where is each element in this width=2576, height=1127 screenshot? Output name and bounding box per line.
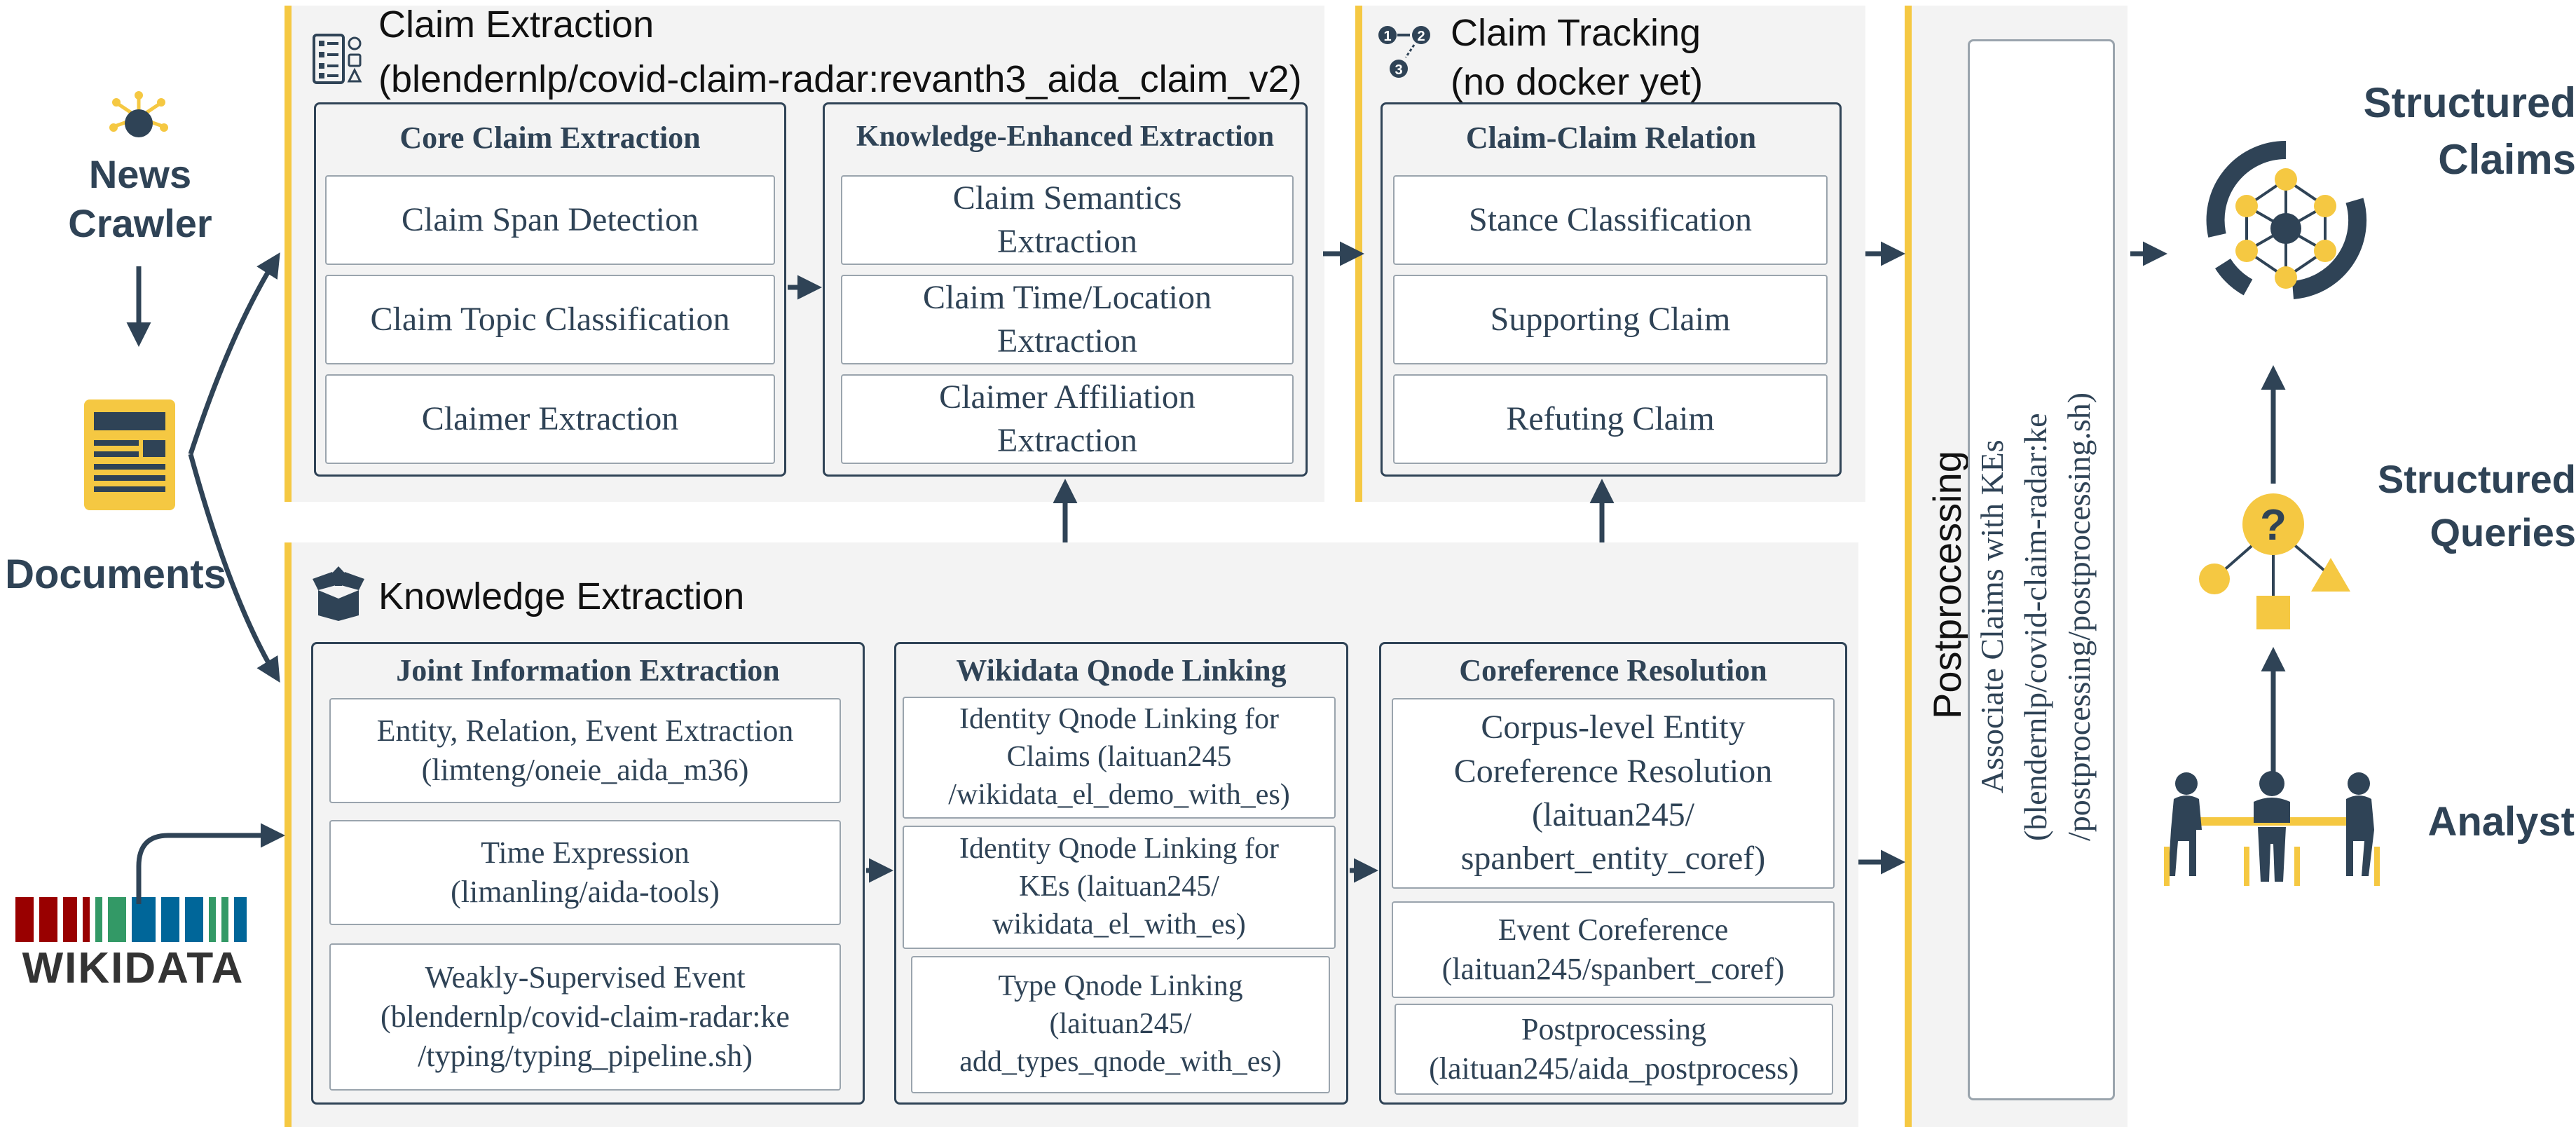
entity-relation-event-item: Entity, Relation, Event Extraction (limt… [329, 698, 841, 803]
claim-claim-relation-title: Claim-Claim Relation [1465, 121, 1757, 155]
corpus-entity-coref-item: Corpus-level Entity Coreference Resoluti… [1392, 698, 1835, 889]
claim-extraction-subtitle: (blendernlp/covid-claim-radar:revanth3_a… [378, 58, 1302, 100]
type-qnode-linking-item: Type Qnode Linking (laituan245/ add_type… [911, 956, 1330, 1093]
claim-extraction-bar [285, 6, 292, 502]
structured-claims-label: Structured Claims [2363, 79, 2576, 183]
refuting-claim-item: Refuting Claim [1393, 374, 1828, 464]
supporting-claim-item: Supporting Claim [1393, 275, 1828, 364]
knowledge-extraction-bar [285, 542, 292, 1127]
coreference-resolution-title: Coreference Resolution [1459, 653, 1767, 688]
postprocessing-item: Postprocessing (laituan245/aida_postproc… [1395, 1004, 1833, 1095]
network-icon [2181, 137, 2391, 303]
identity-qnode-claims-item: Identity Qnode Linking for Claims (laitu… [903, 697, 1336, 819]
analyst-label: Analyst [2427, 799, 2575, 845]
knowledge-extraction-title: Knowledge Extraction [378, 575, 745, 617]
claim-span-detection-item: Claim Span Detection [325, 175, 775, 265]
documents-label: Documents [5, 552, 226, 597]
claim-tracking-title: Claim Tracking [1451, 12, 1701, 54]
wikidata-qnode-linking-title: Wikidata Qnode Linking [956, 653, 1287, 688]
wikidata-logo [15, 892, 251, 1008]
claim-time-location-item: Claim Time/Location Extraction [841, 275, 1294, 364]
knowledge-enhanced-extraction-title: Knowledge-Enhanced Extraction [856, 121, 1275, 153]
structured-queries-label: Structured Queries [2377, 457, 2576, 554]
claim-topic-classification-item: Claim Topic Classification [325, 275, 775, 364]
identity-qnode-kes-item: Identity Qnode Linking for KEs (laituan2… [903, 826, 1336, 949]
svg-text:3: 3 [1395, 62, 1402, 78]
svg-text:2: 2 [1417, 29, 1425, 44]
claim-semantics-item: Claim Semantics Extraction [841, 175, 1294, 265]
document-icon [81, 397, 178, 513]
svg-text:1: 1 [1383, 29, 1391, 44]
open-box-icon [313, 565, 364, 621]
associate-claims-box [1968, 39, 2115, 1100]
claim-tracking-subtitle: (no docker yet) [1451, 61, 1704, 103]
checklist-icon [313, 34, 363, 84]
claim-extraction-title: Claim Extraction [378, 4, 655, 46]
question-shapes-icon: ? [2189, 485, 2357, 632]
numbered-steps-icon: 1 2 3 [1378, 21, 1441, 84]
stance-classification-item: Stance Classification [1393, 175, 1828, 265]
claimer-affiliation-item: Claimer Affiliation Extraction [841, 374, 1294, 464]
wikidata-wordmark: WIKIDATA [22, 944, 245, 992]
core-claim-extraction-title: Core Claim Extraction [399, 121, 701, 155]
event-coreference-item: Event Coreference (laituan245/spanbert_c… [1392, 901, 1835, 998]
svg-text:?: ? [2260, 501, 2287, 549]
time-expression-item: Time Expression (limanling/aida-tools) [329, 820, 841, 925]
joint-information-extraction-title: Joint Information Extraction [396, 653, 780, 688]
weakly-supervised-event-item: Weakly-Supervised Event (blendernlp/covi… [329, 943, 841, 1091]
crawler-icon [105, 91, 172, 144]
postprocessing-bar [1905, 6, 1912, 1127]
claimer-extraction-item: Claimer Extraction [325, 374, 775, 464]
news-crawler-label: News Crawler [68, 152, 212, 245]
people-meeting-icon [2160, 771, 2384, 890]
